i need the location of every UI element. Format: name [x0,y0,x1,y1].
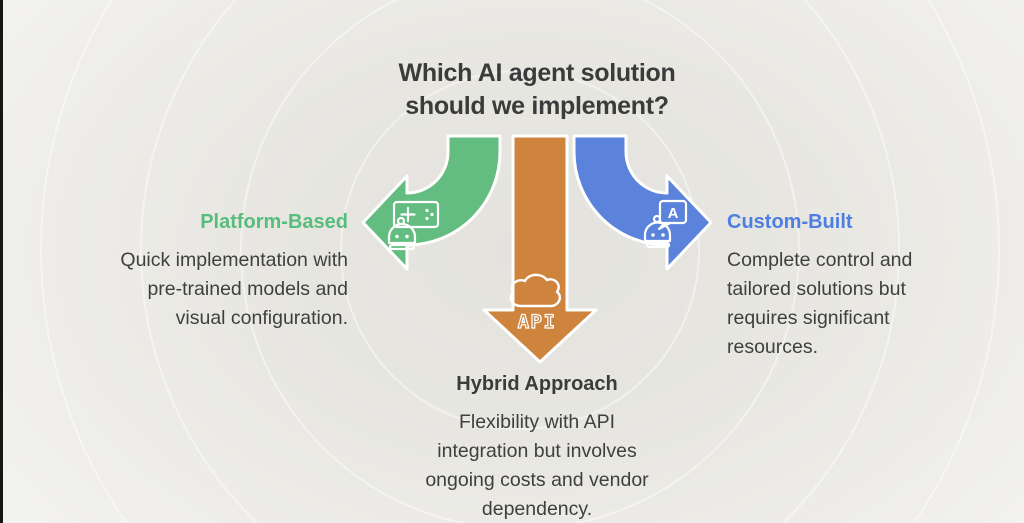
option-label: Hybrid Approach [456,373,618,395]
page-title: Which AI agent solution should we implem… [312,57,762,123]
option-description: Complete control and tailored solutions … [727,246,967,362]
option-description: Quick implementation with pre-trained mo… [68,246,348,333]
title-line-2: should we implement? [405,92,669,120]
option-label: Custom-Built [727,211,853,233]
option-description-line: resources. [727,336,819,358]
option-description-line: ongoing costs and vendor [425,469,649,491]
robot-gamepad-icon [387,200,440,251]
option-description-line: Quick implementation with [120,249,348,271]
bubble-letter: A [668,205,679,222]
option-description: Flexibility with API integration but inv… [387,408,687,523]
cloud-api-icon: API [509,273,562,334]
option-description-line: Complete control and [727,249,913,271]
option-description-line: visual configuration. [175,307,348,329]
option-platform-based: Platform-Based Quick implementation with… [68,210,348,333]
option-label: Platform-Based [200,211,348,233]
custom-built-arrow [572,134,713,271]
robot-chat-icon: A [643,199,688,249]
option-description-line: requires significant [727,307,890,329]
title-line-1: Which AI agent solution [398,59,676,87]
option-description-line: integration but involves [437,440,637,462]
option-description-line: Flexibility with API [458,411,616,433]
api-label: API [518,311,557,333]
hybrid-approach-arrow [482,134,598,364]
left-edge-bar [0,0,3,523]
option-description-line: dependency. [481,498,593,520]
option-hybrid-approach: Hybrid Approach Flexibility with API int… [387,372,687,523]
background-ring [40,0,1000,523]
option-description-line: tailored solutions but [727,278,906,300]
option-custom-built: Custom-Built Complete control and tailor… [727,210,967,362]
option-description-line: pre-trained models and [147,278,348,300]
